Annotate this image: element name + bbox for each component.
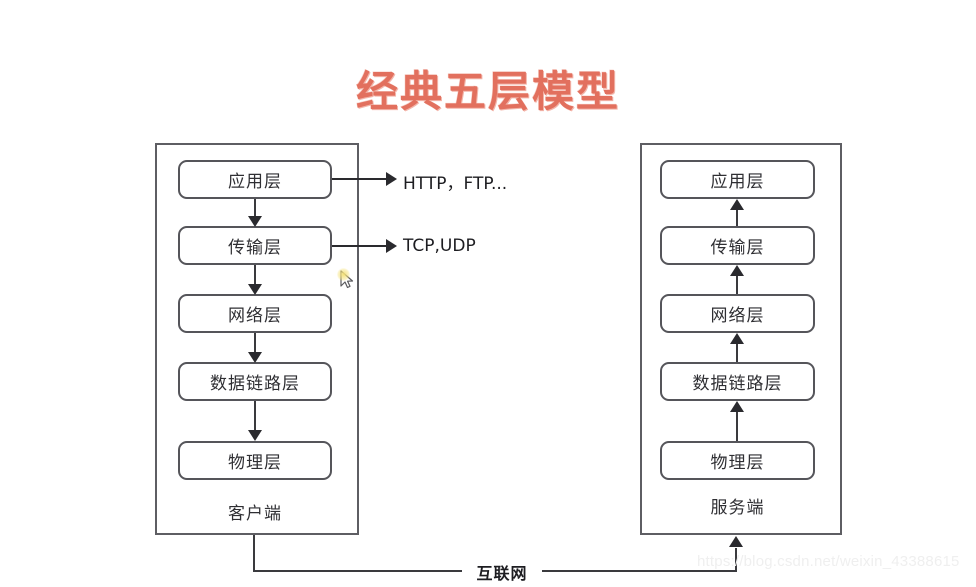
internet-line-client-drop — [253, 535, 255, 572]
protocol-arrow-line-application — [332, 178, 390, 180]
protocol-arrowhead-transport — [386, 239, 397, 253]
server-connector-line-3 — [736, 344, 738, 362]
protocol-label-transport: TCP,UDP — [403, 236, 476, 256]
internet-arrow-up-server — [729, 536, 743, 547]
client-arrow-down-2 — [248, 284, 262, 295]
client-layer-transport[interactable]: 传输层 — [178, 226, 332, 265]
client-layer-physical[interactable]: 物理层 — [178, 441, 332, 480]
server-arrow-up-1 — [730, 199, 744, 210]
internet-label: 互联网 — [462, 560, 542, 584]
client-caption: 客户端 — [228, 504, 282, 524]
client-connector-line-1 — [254, 199, 256, 219]
client-connector-line-4 — [254, 401, 256, 433]
internet-line-server-rise — [735, 548, 737, 572]
cursor-highlight-glow — [337, 268, 350, 281]
server-connector-line-2 — [736, 276, 738, 294]
client-arrow-down-4 — [248, 430, 262, 441]
server-layer-network[interactable]: 网络层 — [660, 294, 815, 333]
server-connector-line-1 — [736, 210, 738, 226]
mouse-pointer-icon — [337, 268, 355, 290]
client-layer-application[interactable]: 应用层 — [178, 160, 332, 199]
server-layer-physical[interactable]: 物理层 — [660, 441, 815, 480]
server-arrow-up-4 — [730, 401, 744, 412]
client-connector-line-3 — [254, 333, 256, 355]
protocol-arrow-line-transport — [332, 245, 390, 247]
server-layer-transport[interactable]: 传输层 — [660, 226, 815, 265]
protocol-arrowhead-application — [386, 172, 397, 186]
server-layer-datalink[interactable]: 数据链路层 — [660, 362, 815, 401]
server-arrow-up-2 — [730, 265, 744, 276]
protocol-label-application: HTTP，FTP... — [403, 174, 508, 194]
server-connector-line-4 — [736, 412, 738, 441]
client-arrow-down-1 — [248, 216, 262, 227]
server-caption: 服务端 — [710, 498, 765, 518]
client-connector-line-2 — [254, 265, 256, 287]
watermark-text: https://blog.csdn.net/weixin_43388615 — [697, 553, 960, 570]
client-arrow-down-3 — [248, 352, 262, 363]
server-layer-application[interactable]: 应用层 — [660, 160, 815, 199]
client-layer-network[interactable]: 网络层 — [178, 294, 332, 333]
client-layer-datalink[interactable]: 数据链路层 — [178, 362, 332, 401]
page-title: 经典五层模型 — [355, 67, 620, 116]
server-arrow-up-3 — [730, 333, 744, 344]
